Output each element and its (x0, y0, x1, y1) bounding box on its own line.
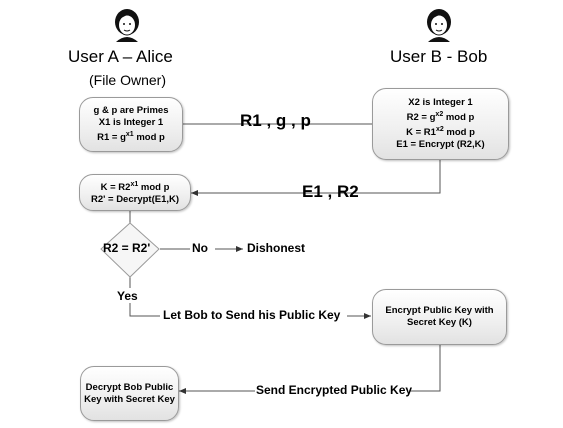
edge-send-encrypted (179, 345, 441, 394)
node-line: X2 is Integer 1 (408, 96, 473, 108)
bob-encrypt-node: Encrypt Public Key with Secret Key (K) (372, 289, 507, 345)
alice-role: (File Owner) (89, 72, 167, 88)
bob-compute-node: X2 is Integer 1 R2 = gx2 mod p K = R1x2 … (372, 88, 509, 160)
edge-label-dishonest: Dishonest (247, 241, 306, 255)
edge-label-send-encrypted: Send Encrypted Public Key (256, 383, 413, 397)
node-line: X1 is Integer 1 (98, 116, 164, 128)
bob-avatar-icon (424, 6, 454, 42)
node-line: Key with Secret Key (84, 393, 175, 405)
node-line: R1 = gx1 mod p (97, 130, 165, 144)
alice-init-node: g & p are Primes X1 is Integer 1 R1 = gx… (79, 97, 183, 152)
alice-name: User A – Alice (68, 47, 173, 66)
node-line: R2' = Decrypt(E1,K) (90, 194, 180, 206)
alice-avatar-icon (112, 6, 142, 42)
bob-name: User B - Bob (390, 47, 488, 66)
edge-label-no: No (192, 241, 208, 255)
edge-e1-r2 (191, 160, 441, 196)
edge-label-r1-g-p: R1 , g , p (240, 111, 311, 130)
decision-label: R2 = R2' (103, 241, 151, 255)
edge-label-e1-r2: E1 , R2 (302, 182, 359, 201)
node-line: g & p are Primes (93, 104, 169, 116)
node-line: Encrypt Public Key with (385, 305, 494, 316)
node-line: R2 = gx2 mod p (406, 110, 475, 123)
node-line: Secret Key (K) (407, 317, 472, 328)
edge-label-yes: Yes (117, 289, 138, 303)
decision-diamond (100, 222, 160, 278)
node-line: Decrypt Bob Public (85, 381, 174, 393)
node-line: K = R1x2 mod p (406, 126, 475, 139)
edge-label-let-bob-send: Let Bob to Send his Public Key (163, 308, 341, 322)
node-line: E1 = Encrypt (R2,K) (396, 139, 485, 151)
alice-decrypt-node: Decrypt Bob Public Key with Secret Key (80, 366, 179, 421)
node-line: K = R2x1 mod p (100, 180, 170, 194)
edge-yes (129, 276, 371, 319)
alice-compute-node: K = R2x1 mod p R2' = Decrypt(E1,K) (79, 174, 191, 211)
